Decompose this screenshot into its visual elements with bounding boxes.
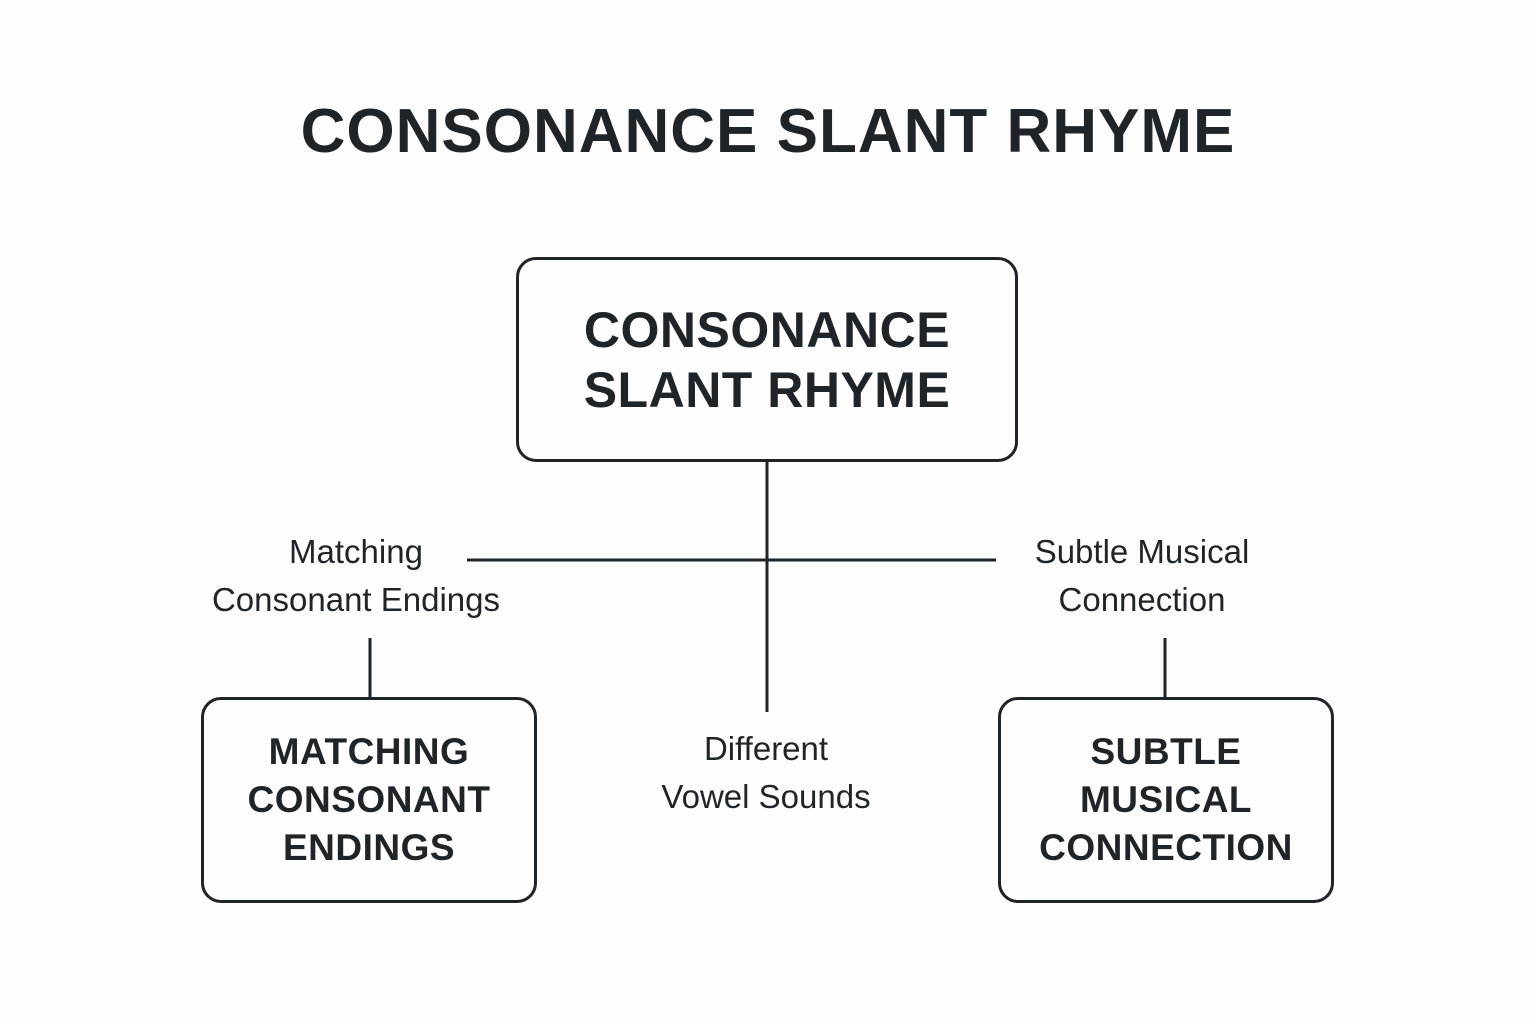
label-right-line-1: Subtle Musical xyxy=(1034,533,1250,570)
label-center-line-1: Different xyxy=(703,730,829,767)
label-subtle-musical-connection: Subtle Musical Connection xyxy=(1000,528,1284,624)
label-center-line-2: Vowel Sounds xyxy=(661,778,871,815)
box-left-line-2: CONSONANT xyxy=(247,779,491,820)
box-left-line-1: MATCHING xyxy=(268,731,470,772)
center-node-text: CONSONANCE SLANT RHYME xyxy=(584,300,951,420)
label-different-vowel-sounds: Different Vowel Sounds xyxy=(616,725,916,821)
center-node-line-1: CONSONANCE xyxy=(583,301,951,358)
box-right-line-3: CONNECTION xyxy=(1039,827,1293,868)
center-node-line-2: SLANT RHYME xyxy=(583,361,951,418)
box-right-line-2: MUSICAL xyxy=(1079,779,1253,820)
diagram-title: CONSONANCE SLANT RHYME xyxy=(300,97,1236,166)
label-matching-consonant-endings: Matching Consonant Endings xyxy=(186,528,526,624)
center-node-box: CONSONANCE SLANT RHYME xyxy=(516,257,1018,462)
box-right-line-1: SUBTLE xyxy=(1090,731,1242,772)
label-right-line-2: Connection xyxy=(1058,581,1226,618)
box-right-text: SUBTLE MUSICAL CONNECTION xyxy=(1039,728,1293,872)
label-left-line-1: Matching xyxy=(289,533,423,570)
box-left-text: MATCHING CONSONANT ENDINGS xyxy=(248,728,491,872)
box-matching-consonant-endings: MATCHING CONSONANT ENDINGS xyxy=(201,697,537,903)
box-left-line-3: ENDINGS xyxy=(282,827,456,868)
label-left-line-2: Consonant Endings xyxy=(211,581,501,618)
box-subtle-musical-connection: SUBTLE MUSICAL CONNECTION xyxy=(998,697,1334,903)
